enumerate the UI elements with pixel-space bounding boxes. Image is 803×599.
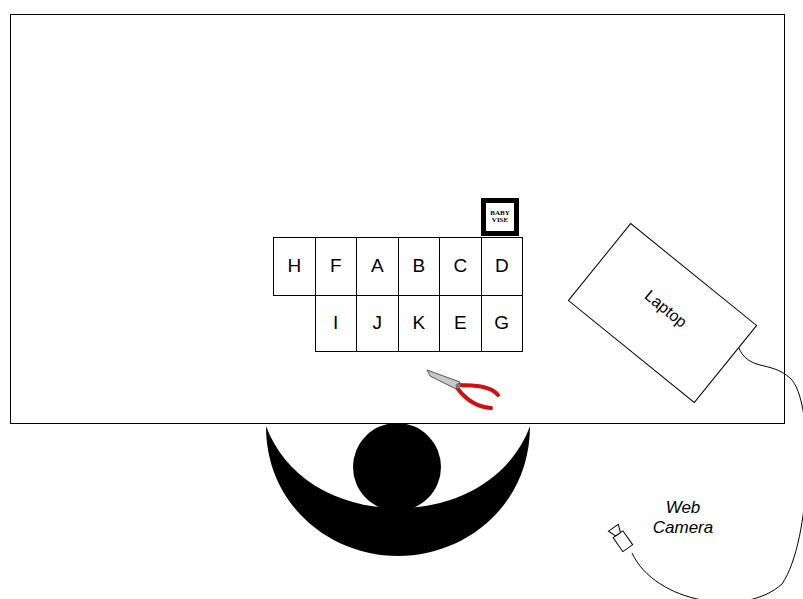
station-box: F [315, 237, 358, 296]
station-box: D [481, 237, 524, 296]
station-letter: I [333, 312, 338, 335]
station-letter: F [330, 255, 342, 278]
web-camera-icon [608, 524, 632, 551]
table-top [11, 15, 785, 424]
station-letter: C [453, 255, 467, 278]
camera-cable [632, 346, 803, 599]
station-letter: K [412, 312, 425, 335]
person-head [353, 423, 441, 511]
station-letter: E [454, 312, 467, 335]
vise-label: BABY VISE [489, 210, 511, 225]
station-box: G [481, 295, 524, 352]
vise-box: BABY VISE [481, 198, 519, 236]
laptop-box: Laptop [567, 223, 757, 403]
laptop-label: Laptop [640, 286, 690, 332]
device-label: Web Camera [645, 498, 721, 539]
station-box: E [439, 295, 482, 352]
station-box: K [398, 295, 441, 352]
station-box: C [439, 237, 482, 296]
pliers [427, 370, 498, 408]
station-box: I [315, 295, 358, 352]
station-letter: H [287, 255, 301, 278]
station-box: H [273, 237, 316, 296]
station-letter: G [494, 312, 509, 335]
station-letter: A [371, 255, 384, 278]
station-letter: D [495, 255, 509, 278]
station-box: A [356, 237, 399, 296]
station-letter: J [373, 312, 383, 335]
station-box: B [398, 237, 441, 296]
station-letter: B [412, 255, 425, 278]
station-box: J [356, 295, 399, 352]
